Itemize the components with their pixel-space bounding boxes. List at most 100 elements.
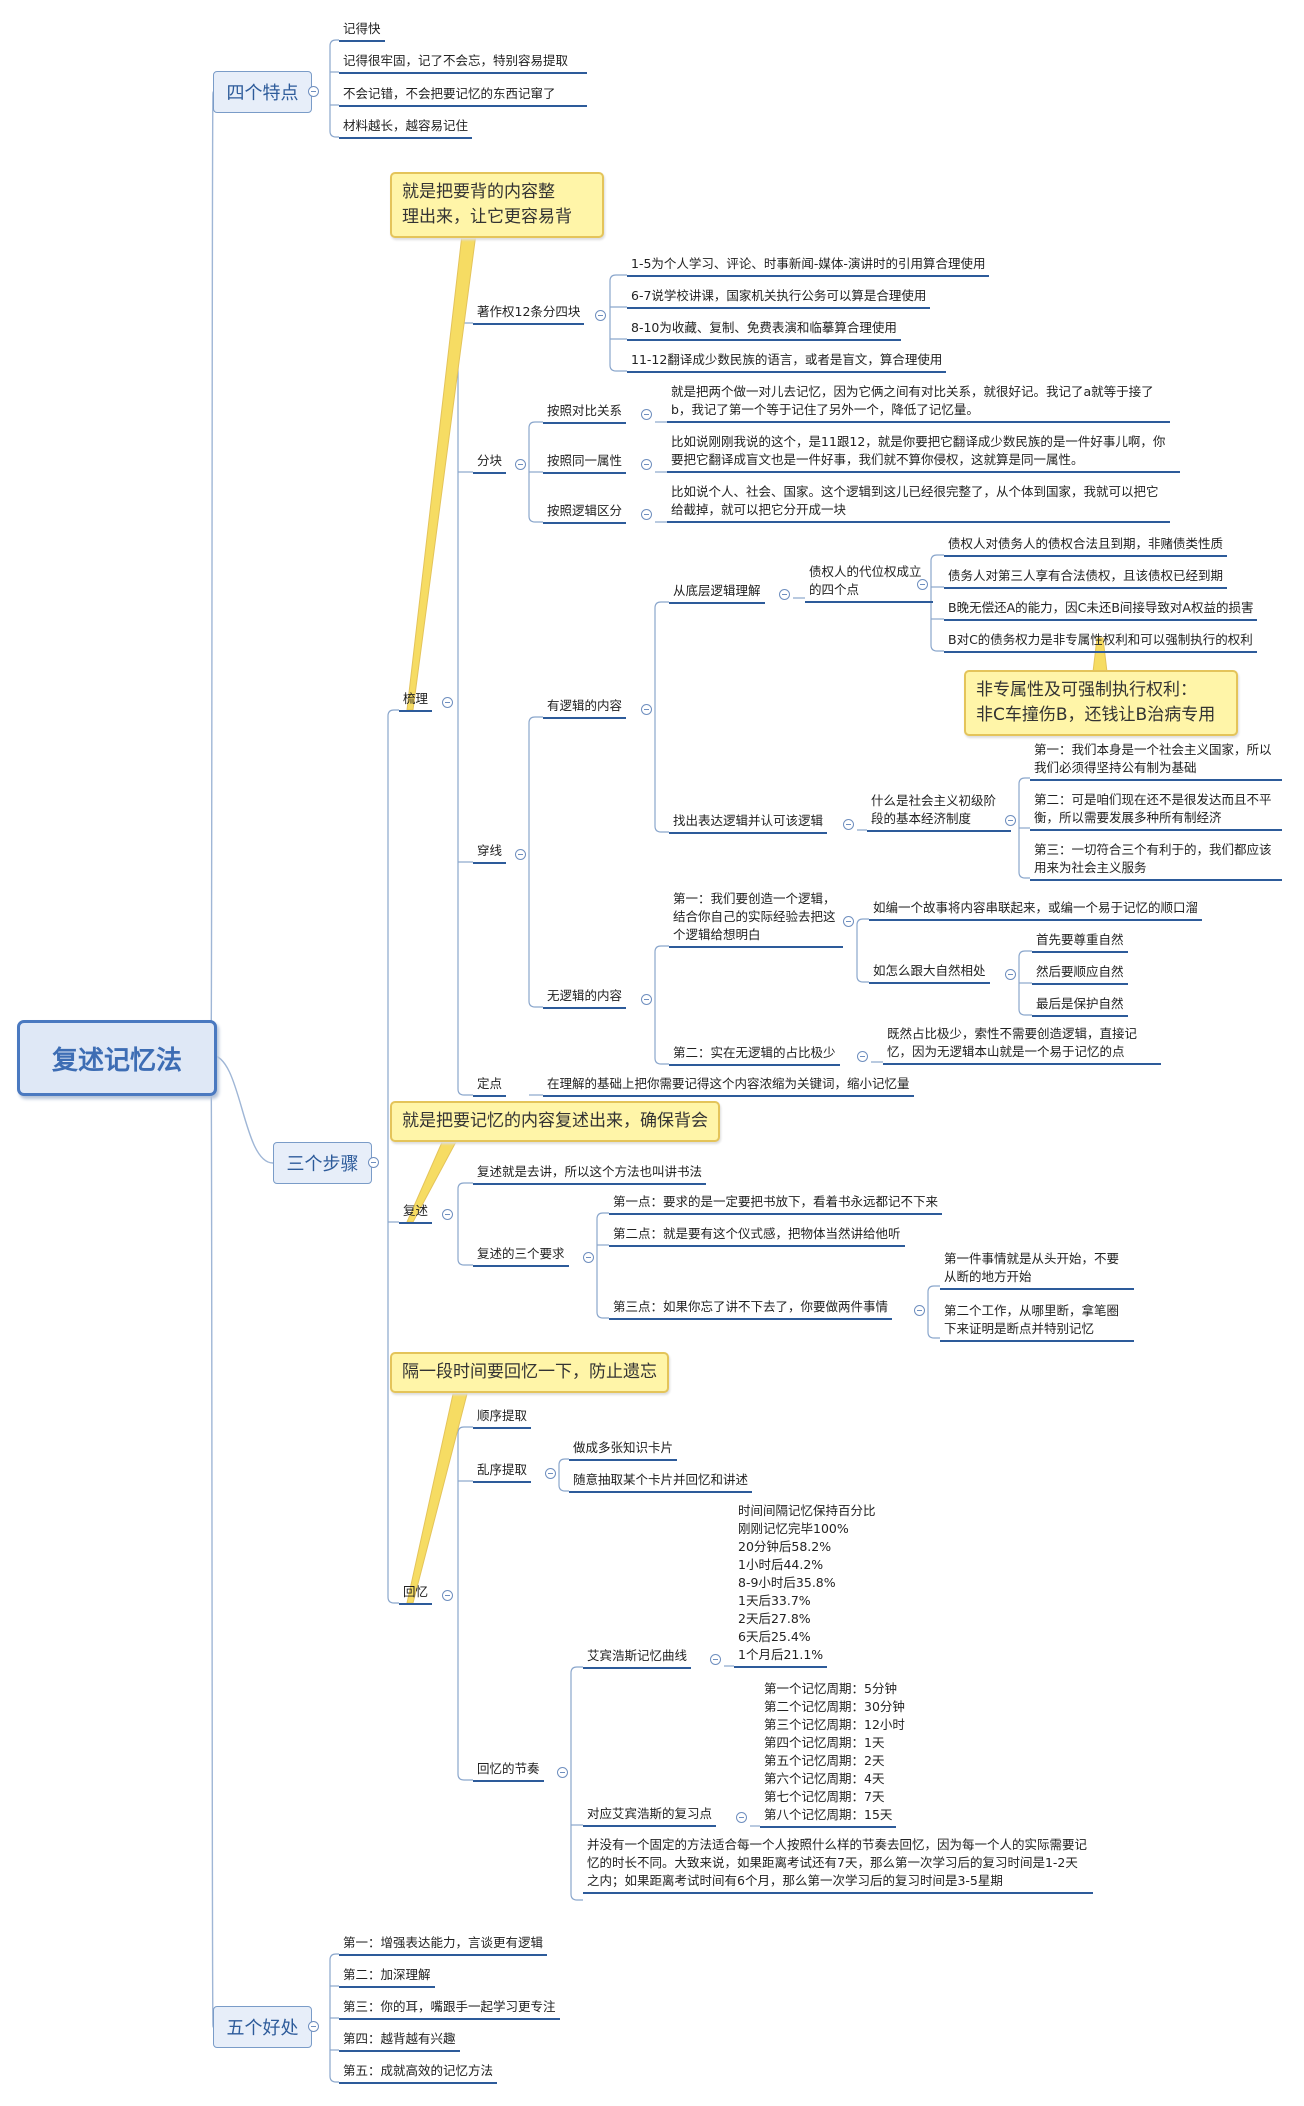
node-chunk-same[interactable]: 按照同一属性 — [543, 452, 627, 474]
node-ebbinghaus-curve[interactable]: 艾宾浩斯记忆曲线 — [583, 1647, 692, 1669]
collapse-toggle-icon[interactable] — [843, 916, 854, 927]
node-creditor-right[interactable]: 债权人的代位权成立的四个点 — [805, 563, 933, 603]
benefit-item[interactable]: 第三：你的耳，嘴跟手一起学习更专注 — [339, 1998, 560, 2020]
node-economic-system[interactable]: 什么是社会主义初级阶段的基本经济制度 — [867, 792, 1011, 832]
retell-define[interactable]: 复述就是去讲，所以这个方法也叫讲书法 — [473, 1163, 707, 1185]
creditor-item[interactable]: 债权人对债务人的债权合法且到期，非赌债类性质 — [944, 535, 1228, 557]
node-thread[interactable]: 穿线 — [473, 842, 507, 864]
node-fix[interactable]: 定点 — [473, 1075, 507, 1097]
requirement-item[interactable]: 第二点：就是要有这个仪式感，把物体当然讲给他听 — [609, 1225, 905, 1247]
collapse-toggle-icon[interactable] — [914, 1305, 925, 1316]
collapse-toggle-icon[interactable] — [641, 459, 652, 470]
collapse-toggle-icon[interactable] — [308, 86, 319, 97]
random-item[interactable]: 做成多张知识卡片 — [569, 1439, 678, 1461]
collapse-toggle-icon[interactable] — [917, 579, 928, 590]
collapse-toggle-icon[interactable] — [442, 1590, 453, 1601]
nature-item[interactable]: 首先要尊重自然 — [1032, 931, 1128, 953]
feature-item[interactable]: 记得快 — [339, 20, 385, 42]
node-sequential-recall[interactable]: 顺序提取 — [473, 1407, 532, 1429]
node-nature[interactable]: 如怎么跟大自然相处 — [869, 962, 990, 984]
collapse-toggle-icon[interactable] — [595, 310, 606, 321]
node-organize[interactable]: 梳理 — [399, 690, 433, 712]
chunk-contrast-text[interactable]: 就是把两个做一对儿去记忆，因为它俩之间有对比关系，就很好记。我记了a就等于接了b… — [667, 383, 1170, 423]
benefit-item[interactable]: 第一：增强表达能力，言谈更有逻辑 — [339, 1934, 548, 1956]
collapse-toggle-icon[interactable] — [368, 1157, 379, 1168]
node-random-recall[interactable]: 乱序提取 — [473, 1461, 532, 1483]
fix-text[interactable]: 在理解的基础上把你需要记得这个内容浓缩为关键词，缩小记忆量 — [543, 1075, 914, 1097]
benefit-item[interactable]: 第二：加深理解 — [339, 1966, 435, 1988]
branch-three-steps[interactable]: 三个步骤 — [273, 1142, 372, 1184]
collapse-toggle-icon[interactable] — [1005, 969, 1016, 980]
copyright-item[interactable]: 6-7说学校讲课，国家机关执行公务可以算是合理使用 — [627, 287, 931, 309]
node-recall[interactable]: 回忆 — [399, 1583, 433, 1605]
feature-item[interactable]: 不会记错，不会把要记忆的东西记窜了 — [339, 85, 587, 107]
collapse-toggle-icon[interactable] — [515, 459, 526, 470]
branch-connector — [856, 975, 869, 983]
node-illogical-content[interactable]: 无逻辑的内容 — [543, 987, 627, 1009]
node-copyright[interactable]: 著作权12条分四块 — [473, 303, 585, 325]
chunk-same-text[interactable]: 比如说刚刚我说的这个，是11跟12，就是你要把它翻译成少数民族的是一件好事儿啊，… — [667, 433, 1180, 473]
node-story[interactable]: 如编一个故事将内容串联起来，或编一个易于记忆的顺口溜 — [869, 899, 1203, 921]
requirement-item[interactable]: 第三点：如果你忘了讲不下去了，你要做两件事情 — [609, 1298, 893, 1320]
node-bottom-logic[interactable]: 从底层逻辑理解 — [669, 582, 765, 604]
root-node[interactable]: 复述记忆法 — [17, 1020, 217, 1096]
collapse-toggle-icon[interactable] — [308, 2021, 319, 2032]
branch-connector — [654, 1057, 669, 1065]
nature-item[interactable]: 最后是保护自然 — [1032, 995, 1128, 1017]
collapse-toggle-icon[interactable] — [641, 409, 652, 420]
creditor-item[interactable]: B对C的债务权力是非专属性权利和可以强制执行的权利 — [944, 631, 1257, 653]
illogical-second-text[interactable]: 既然占比极少，索性不需要创造逻辑，直接记忆，因为无逻辑本山就是一个易于记忆的点 — [883, 1025, 1161, 1065]
nature-item[interactable]: 然后要顺应自然 — [1032, 963, 1128, 985]
collapse-toggle-icon[interactable] — [641, 509, 652, 520]
node-logical-content[interactable]: 有逻辑的内容 — [543, 697, 627, 719]
feature-item[interactable]: 材料越长，越容易记住 — [339, 117, 473, 139]
economic-item[interactable]: 第一：我们本身是一个社会主义国家，所以我们必须得坚持公有制为基础 — [1030, 741, 1282, 781]
node-find-logic[interactable]: 找出表达逻辑并认可该逻辑 — [669, 812, 828, 834]
collapse-toggle-icon[interactable] — [779, 589, 790, 600]
collapse-toggle-icon[interactable] — [843, 819, 854, 830]
copyright-item[interactable]: 1-5为个人学习、评论、时事新闻-媒体-演讲时的引用算合理使用 — [627, 255, 990, 277]
review-line: 第三个记忆周期：12小时 — [764, 1717, 905, 1732]
requirement-item[interactable]: 第一点：要求的是一定要把书放下，看着书永远都记不下来 — [609, 1193, 943, 1215]
root-connector — [210, 91, 214, 1054]
node-retell[interactable]: 复述 — [399, 1202, 433, 1224]
node-retell-requirements[interactable]: 复述的三个要求 — [473, 1245, 569, 1267]
node-recall-rhythm[interactable]: 回忆的节奏 — [473, 1760, 544, 1782]
random-item[interactable]: 随意抽取某个卡片并回忆和讲述 — [569, 1471, 753, 1493]
branch-four-features[interactable]: 四个特点 — [213, 71, 312, 113]
benefit-item[interactable]: 第五：成就高效的记忆方法 — [339, 2062, 498, 2084]
collapse-toggle-icon[interactable] — [442, 1209, 453, 1220]
requirement-detail[interactable]: 第二个工作，从哪里断，拿笔圈下来证明是断点并特别记忆 — [940, 1302, 1134, 1342]
requirement-detail[interactable]: 第一件事情就是从头开始，不要从断的地方开始 — [940, 1250, 1134, 1290]
collapse-toggle-icon[interactable] — [515, 849, 526, 860]
rhythm-note[interactable]: 并没有一个固定的方法适合每一个人按照什么样的节奏去回忆，因为每一个人的实际需要记… — [583, 1836, 1093, 1894]
node-chunk[interactable]: 分块 — [473, 452, 507, 474]
collapse-toggle-icon[interactable] — [1005, 815, 1016, 826]
creditor-item[interactable]: B晚无偿还A的能力，因C未还B间接导致对A权益的损害 — [944, 599, 1258, 621]
economic-item[interactable]: 第二：可是咱们现在还不是很发达而且不平衡，所以需要发展多种所有制经济 — [1030, 791, 1282, 831]
branch-connector — [654, 945, 669, 953]
collapse-toggle-icon[interactable] — [557, 1767, 568, 1778]
node-illogical-second[interactable]: 第二：实在无逻辑的占比极少 — [669, 1044, 840, 1066]
creditor-item[interactable]: 债务人对第三人享有合法债权，且该债权已经到期 — [944, 567, 1228, 589]
collapse-toggle-icon[interactable] — [641, 994, 652, 1005]
copyright-item[interactable]: 11-12翻译成少数民族的语言，或者是盲文，算合理使用 — [627, 351, 947, 373]
node-review-points[interactable]: 对应艾宾浩斯的复习点 — [583, 1805, 717, 1827]
collapse-toggle-icon[interactable] — [641, 704, 652, 715]
branch-five-benefits[interactable]: 五个好处 — [213, 2006, 312, 2048]
node-chunk-contrast[interactable]: 按照对比关系 — [543, 402, 627, 424]
node-illogical-first[interactable]: 第一：我们要创造一个逻辑，结合你自己的实际经验去把这个逻辑给想明白 — [669, 890, 843, 948]
copyright-item[interactable]: 8-10为收藏、复制、免费表演和临摹算合理使用 — [627, 319, 901, 341]
chunk-logic-text[interactable]: 比如说个人、社会、国家。这个逻辑到这儿已经很完整了，从个体到国家，我就可以把它给… — [667, 483, 1170, 523]
benefit-item[interactable]: 第四：越背越有兴趣 — [339, 2030, 460, 2052]
collapse-toggle-icon[interactable] — [857, 1051, 868, 1062]
collapse-toggle-icon[interactable] — [583, 1252, 594, 1263]
collapse-toggle-icon[interactable] — [442, 697, 453, 708]
feature-item[interactable]: 记得很牢固，记了不会忘，特别容易提取 — [339, 52, 587, 74]
branch-connector — [457, 1088, 473, 1096]
collapse-toggle-icon[interactable] — [545, 1468, 556, 1479]
collapse-toggle-icon[interactable] — [736, 1812, 747, 1823]
node-chunk-logic[interactable]: 按照逻辑区分 — [543, 502, 627, 524]
collapse-toggle-icon[interactable] — [710, 1654, 721, 1665]
economic-item[interactable]: 第三：一切符合三个有利于的，我们都应该用来为社会主义服务 — [1030, 841, 1282, 881]
